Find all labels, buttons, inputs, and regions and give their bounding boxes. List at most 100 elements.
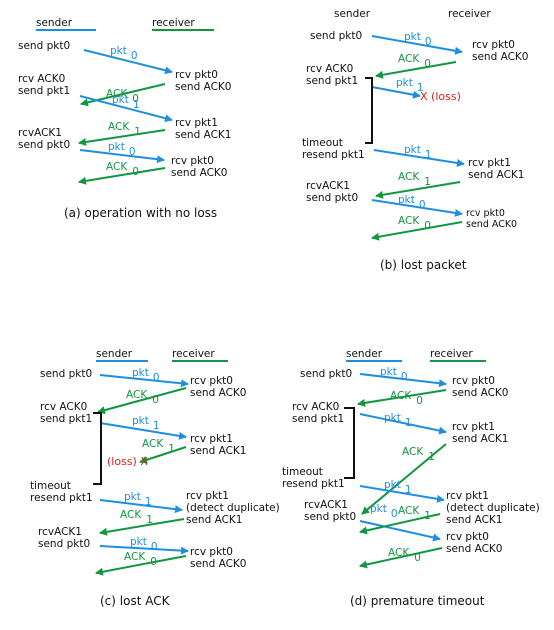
- packet-arrow: [359, 520, 441, 542]
- sender-event: send pkt0: [18, 40, 70, 52]
- packet-arrow: [79, 149, 165, 164]
- sender-header: sender: [36, 17, 73, 29]
- sender-event: send pkt0: [40, 368, 92, 380]
- sender-header: sender: [346, 348, 383, 360]
- sender-event: rcvACK1: [306, 180, 350, 192]
- sender-event: send pkt1: [292, 413, 344, 425]
- receiver-event: rcv pkt0: [466, 208, 505, 219]
- sender-event: send pkt1: [40, 413, 92, 425]
- receiver-event: send ACK0: [175, 81, 231, 93]
- packet-arrow: [359, 485, 445, 503]
- receiver-event: send ACK0: [190, 387, 246, 399]
- receiver-event: rcv pkt0: [190, 546, 233, 558]
- receiver-event: (detect duplicate): [446, 502, 540, 514]
- receiver-event: rcv pkt0: [190, 375, 233, 387]
- receiver-event: send ACK0: [171, 167, 227, 179]
- sender-event: send pkt1: [306, 75, 358, 87]
- sender-event: send pkt0: [304, 511, 356, 523]
- receiver-event: send ACK1: [452, 433, 508, 445]
- receiver-event: rcv pkt1: [190, 433, 233, 445]
- sender-header: sender: [96, 348, 133, 360]
- receiver-event: rcv pkt1: [452, 421, 495, 433]
- ack-arrow: [78, 129, 166, 146]
- receiver-header: receiver: [448, 8, 491, 20]
- receiver-event: rcv pkt0: [175, 69, 218, 81]
- receiver-event: send ACK1: [175, 129, 231, 141]
- receiver-event: send ACK1: [186, 514, 242, 526]
- receiver-event: rcv pkt0: [446, 531, 489, 543]
- sender-event: rcvACK1: [304, 499, 348, 511]
- ack-arrow: [361, 443, 447, 515]
- sender-event: rcvACK1: [18, 127, 62, 139]
- sender-event: rcv ACK0: [292, 401, 339, 413]
- panel-c: sender receiver send pkt0 rcv ACK0 send …: [30, 348, 280, 608]
- receiver-event: send ACK1: [446, 514, 502, 526]
- panel-b: sender receiver send pkt0 rcv ACK0 send …: [302, 8, 528, 272]
- receiver-event: send ACK1: [468, 169, 524, 181]
- packet-arrow: [371, 199, 463, 217]
- sender-event: rcv ACK0: [306, 63, 353, 75]
- packet-arrow: [359, 413, 447, 435]
- ack-arrow: [78, 167, 166, 185]
- panel-a: sender receiver send pkt0 rcv ACK0 send …: [18, 17, 231, 220]
- ack-arrow: [359, 547, 443, 569]
- sender-event: resend pkt1: [302, 149, 365, 161]
- packet-arrow: [83, 49, 173, 75]
- sender-event: rcvACK1: [38, 526, 82, 538]
- ack-arrow: [99, 518, 185, 536]
- receiver-event: send ACK0: [452, 387, 508, 399]
- ack-arrow: [97, 387, 187, 415]
- receiver-event: send ACK0: [446, 543, 502, 555]
- loss-marker: X (loss): [420, 90, 461, 103]
- sender-event: send pkt0: [38, 538, 90, 550]
- ack-arrow: [357, 389, 447, 407]
- receiver-header: receiver: [172, 348, 215, 360]
- sender-header: sender: [334, 8, 371, 20]
- receiver-event: send ACK0: [466, 219, 517, 230]
- sender-event: send pkt0: [310, 30, 362, 42]
- ack-arrow-lost: [139, 446, 187, 464]
- receiver-event: send ACK0: [190, 558, 246, 570]
- panel-d: sender receiver send pkt0 rcv ACK0 send …: [282, 348, 540, 608]
- receiver-event: rcv pkt1: [446, 490, 489, 502]
- sender-event: timeout: [302, 137, 343, 149]
- receiver-event: rcv pkt1: [175, 117, 218, 129]
- receiver-event: send ACK1: [190, 445, 246, 457]
- loss-marker: (loss) X: [107, 455, 148, 468]
- packet-arrow: [373, 149, 465, 167]
- packet-arrow: [371, 35, 463, 55]
- sender-event: send pkt0: [300, 368, 352, 380]
- timeout-bracket: [365, 77, 373, 144]
- sender-event: resend pkt1: [282, 478, 345, 490]
- packet-arrow: [99, 545, 189, 555]
- sender-event: send pkt0: [18, 139, 70, 151]
- packet-arrow: [79, 95, 173, 123]
- packet-arrow-lost: [371, 86, 421, 99]
- timeout-bracket: [344, 407, 355, 479]
- sender-event: timeout: [30, 480, 71, 492]
